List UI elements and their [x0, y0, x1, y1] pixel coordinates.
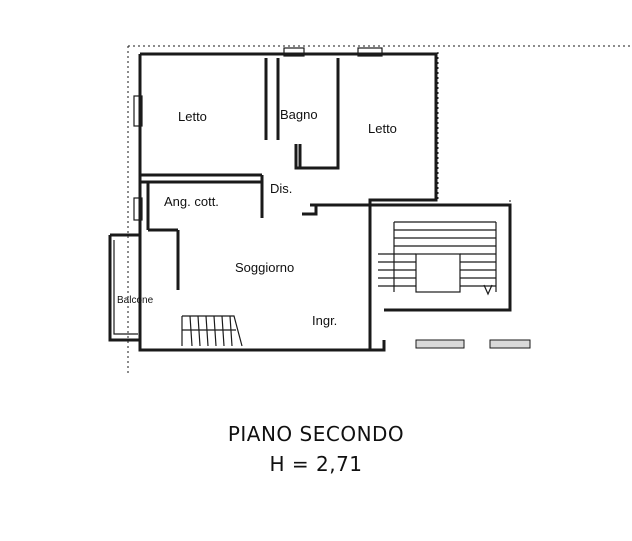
exterior-wall: [138, 52, 438, 352]
balcone-outline: [108, 233, 140, 342]
room-label-soggiorno: Soggiorno: [235, 260, 294, 275]
beam-1: [415, 339, 465, 349]
wall-bagno-right: [298, 58, 340, 170]
room-label-ingr: Ingr.: [312, 313, 337, 328]
beam-2: [489, 339, 531, 349]
floor-title: PIANO SECONDO: [227, 422, 405, 446]
stairwell-steps-right: [460, 253, 496, 287]
internal-stair: [181, 315, 243, 347]
balcone-inner: [113, 240, 138, 335]
stairwell-core: [415, 253, 461, 293]
wall-door-jamb: [302, 205, 318, 216]
stairwell-arrow: [483, 284, 493, 296]
room-label-letto-left: Letto: [178, 109, 207, 124]
stairwell-steps-top: [393, 221, 497, 292]
window-top-1: [283, 47, 305, 57]
window-left-1: [133, 95, 143, 127]
room-label-letto-right: Letto: [368, 121, 397, 136]
window-left-2: [133, 197, 143, 221]
room-label-bagno: Bagno: [280, 107, 318, 122]
wall-bagno-bottom: [294, 144, 300, 170]
stairwell-outline: [370, 203, 512, 312]
window-top-2: [357, 47, 383, 57]
ceiling-height: H = 2,71: [269, 452, 363, 476]
stairwell-steps-left: [378, 253, 416, 287]
room-label-dis: Dis.: [270, 181, 292, 196]
room-label-balcone: Balcone: [117, 295, 154, 306]
entrance-wall: [368, 320, 386, 352]
room-label-ang-cott: Ang. cott.: [164, 194, 219, 209]
